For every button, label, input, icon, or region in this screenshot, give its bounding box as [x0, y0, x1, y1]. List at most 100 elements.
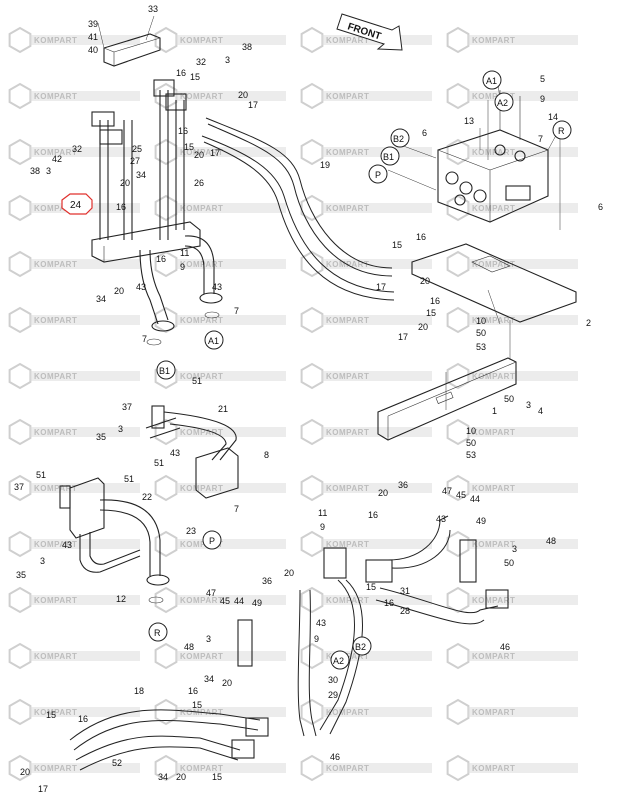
marker-a1-top: A1	[486, 76, 497, 86]
part-callout-18: 18	[134, 686, 144, 696]
watermark-text: KOMPART	[34, 428, 77, 437]
part-callout-43: 43	[316, 618, 326, 628]
watermark-logo	[300, 250, 324, 278]
watermark-text: KOMPART	[180, 260, 223, 269]
watermark-logo	[300, 362, 324, 390]
watermark-band	[468, 707, 578, 717]
watermark-text: KOMPART	[34, 260, 77, 269]
part-callout-43: 43	[62, 540, 72, 550]
watermark-logo	[8, 474, 32, 502]
part-callout-20: 20	[176, 772, 186, 782]
watermark-text: KOMPART	[34, 36, 77, 45]
part-callout-52: 52	[112, 758, 122, 768]
part-callout-50: 50	[466, 438, 476, 448]
watermark-band	[30, 315, 140, 325]
watermark-layer: KOMPART KOMPART KOMPART KOMPART KOMPART KOMPA…	[8, 26, 578, 782]
part-callout-6: 6	[598, 202, 603, 212]
watermark-logo	[300, 698, 324, 726]
marker-b2-bot: B2	[355, 642, 366, 652]
watermark-text: KOMPART	[472, 204, 515, 213]
part-callout-27: 27	[130, 156, 140, 166]
part-callout-38: 38	[242, 42, 252, 52]
part-callout-40: 40	[88, 45, 98, 55]
part-callout-3: 3	[46, 166, 51, 176]
watermark-text: KOMPART	[34, 372, 77, 381]
part-callout-15: 15	[190, 72, 200, 82]
watermark-logo	[300, 138, 324, 166]
marker-a1-mid: A1	[208, 336, 219, 346]
marker-b2-top: B2	[393, 134, 404, 144]
part-callout-20: 20	[222, 678, 232, 688]
part-callout-50: 50	[504, 394, 514, 404]
part-callout-23: 23	[186, 526, 196, 536]
upper-left-pipe-assembly	[91, 33, 223, 346]
watermark-band	[322, 203, 432, 213]
part-callout-15: 15	[184, 142, 194, 152]
part-callout-46: 46	[500, 642, 510, 652]
part-callout-20: 20	[120, 178, 130, 188]
part-callout-43: 43	[170, 448, 180, 458]
part-callout-50: 50	[476, 328, 486, 338]
watermark-logo	[300, 306, 324, 334]
part-callout-20: 20	[420, 276, 430, 286]
part-callout-9: 9	[540, 94, 545, 104]
pipe-21-assembly	[145, 405, 239, 499]
part-callout-9: 9	[180, 262, 185, 272]
part-callout-15: 15	[426, 308, 436, 318]
part-callout-26: 26	[194, 178, 204, 188]
watermark-text: KOMPART	[34, 316, 77, 325]
watermark-band	[468, 763, 578, 773]
part-callout-15: 15	[366, 582, 376, 592]
part-callout-12: 12	[116, 594, 126, 604]
part-callout-53: 53	[466, 450, 476, 460]
watermark-text: KOMPART	[472, 484, 515, 493]
support-channel-1	[377, 357, 517, 441]
part-callout-20: 20	[378, 488, 388, 498]
part-callout-3: 3	[40, 556, 45, 566]
part-callout-47: 47	[442, 486, 452, 496]
part-callout-47: 47	[206, 588, 216, 598]
part-callout-37: 37	[14, 482, 24, 492]
watermark-logo	[154, 250, 178, 278]
part-callout-8: 8	[264, 450, 269, 460]
part-callout-14: 14	[548, 112, 558, 122]
watermark-band	[30, 707, 140, 717]
watermark-text: KOMPART	[34, 148, 77, 157]
watermark-text: KOMPART	[472, 764, 515, 773]
part-callout-32: 32	[72, 144, 82, 154]
watermark-text: KOMPART	[326, 484, 369, 493]
watermark-text: KOMPART	[472, 260, 515, 269]
watermark-band	[322, 651, 432, 661]
watermark-band	[322, 763, 432, 773]
part-callout-44: 44	[470, 494, 480, 504]
watermark-band	[468, 427, 578, 437]
part-callout-16: 16	[78, 714, 88, 724]
watermark-band	[468, 651, 578, 661]
watermark-band	[30, 371, 140, 381]
watermark-band	[468, 315, 578, 325]
part-callout-17: 17	[376, 282, 386, 292]
watermark-logo	[446, 306, 470, 334]
part-callout-9: 9	[314, 634, 319, 644]
watermark-text: KOMPART	[326, 764, 369, 773]
part-callout-17: 17	[398, 332, 408, 342]
watermark-band	[468, 595, 578, 605]
watermark-text: KOMPART	[326, 36, 369, 45]
part-callout-20: 20	[418, 322, 428, 332]
watermark-logo	[300, 474, 324, 502]
watermark-logo	[154, 698, 178, 726]
watermark-logo	[446, 362, 470, 390]
part-callout-51: 51	[192, 376, 202, 386]
part-callout-3: 3	[206, 634, 211, 644]
watermark-logo	[300, 754, 324, 782]
marker-r-top: R	[558, 126, 565, 136]
watermark-logo	[446, 586, 470, 614]
watermark-logo	[300, 82, 324, 110]
part-callout-31: 31	[400, 586, 410, 596]
part-callout-9: 9	[320, 522, 325, 532]
watermark-text: KOMPART	[472, 372, 515, 381]
watermark-band	[468, 35, 578, 45]
part-callout-1: 1	[492, 406, 497, 416]
part-callout-48: 48	[184, 642, 194, 652]
watermark-text: KOMPART	[180, 484, 223, 493]
